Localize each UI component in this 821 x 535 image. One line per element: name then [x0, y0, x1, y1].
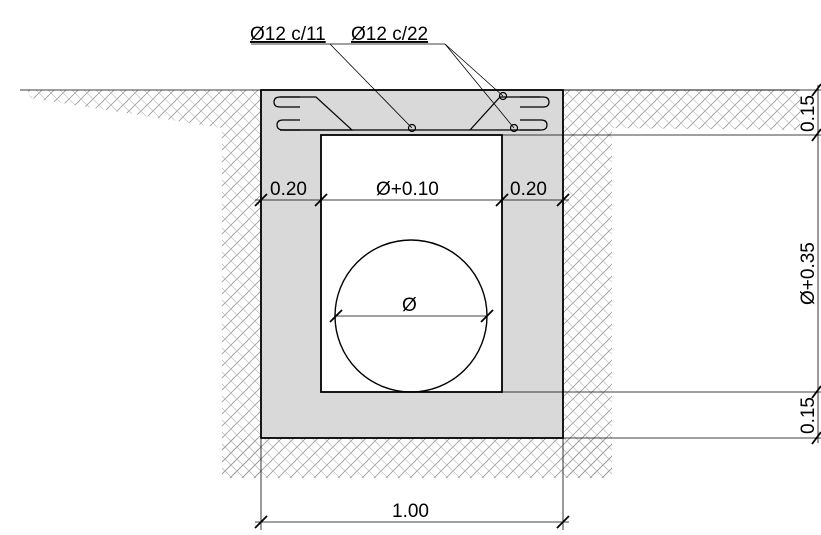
- box-culvert: [260, 89, 564, 439]
- tick-v1: [811, 83, 821, 97]
- rebar-left-hook: [273, 96, 300, 108]
- dim-total-width: [254, 438, 570, 530]
- label-pipe-diameter: Ø: [402, 295, 417, 316]
- soil-left: [28, 90, 261, 478]
- tick-v2: [811, 128, 821, 142]
- label-rebar-top: Ø12 c/11: [250, 24, 326, 45]
- tick-pipe-left: [329, 309, 343, 323]
- label-rebar-side: Ø12 c/22: [351, 24, 428, 45]
- rebar-dot-right-bottom: [509, 123, 519, 133]
- rebar-right-hook: [520, 96, 550, 108]
- rebar-leaders: [251, 43, 515, 129]
- label-wall-left: 0.20: [270, 179, 307, 200]
- tick-v4: [811, 431, 821, 445]
- dim-horizontal-inner: [254, 193, 570, 207]
- label-dim-bottom: 0.15: [798, 397, 819, 434]
- tick-total-right: [556, 515, 570, 529]
- reinforcement: [273, 91, 550, 133]
- tick-4: [556, 193, 570, 207]
- label-dim-height: Ø+0.35: [798, 242, 819, 305]
- tick-pipe-right: [480, 309, 494, 323]
- tick-1: [254, 193, 268, 207]
- rebar-dot-right-top: [498, 91, 508, 101]
- culvert-opening: [320, 134, 503, 393]
- soil-bottom: [222, 438, 612, 478]
- leader-rebar-top: [329, 43, 413, 129]
- leader-rebar-side-b: [444, 43, 515, 129]
- tick-3: [495, 193, 509, 207]
- tick-2: [314, 193, 328, 207]
- soil-hatch: [20, 89, 800, 478]
- label-total-width: 1.00: [392, 501, 429, 522]
- tick-v3: [811, 385, 821, 399]
- dim-pipe: [329, 309, 494, 323]
- soil-right: [563, 90, 800, 478]
- label-wall-right: 0.20: [510, 179, 547, 200]
- label-dim-top: 0.15: [798, 95, 819, 132]
- label-inner-width: Ø+0.10: [376, 179, 439, 200]
- rebar-dot-center: [407, 123, 417, 133]
- dim-vertical: [502, 83, 821, 445]
- tick-total-left: [254, 515, 268, 529]
- rebar-right-hook-lower: [520, 119, 548, 131]
- leader-rebar-side-a: [444, 43, 504, 97]
